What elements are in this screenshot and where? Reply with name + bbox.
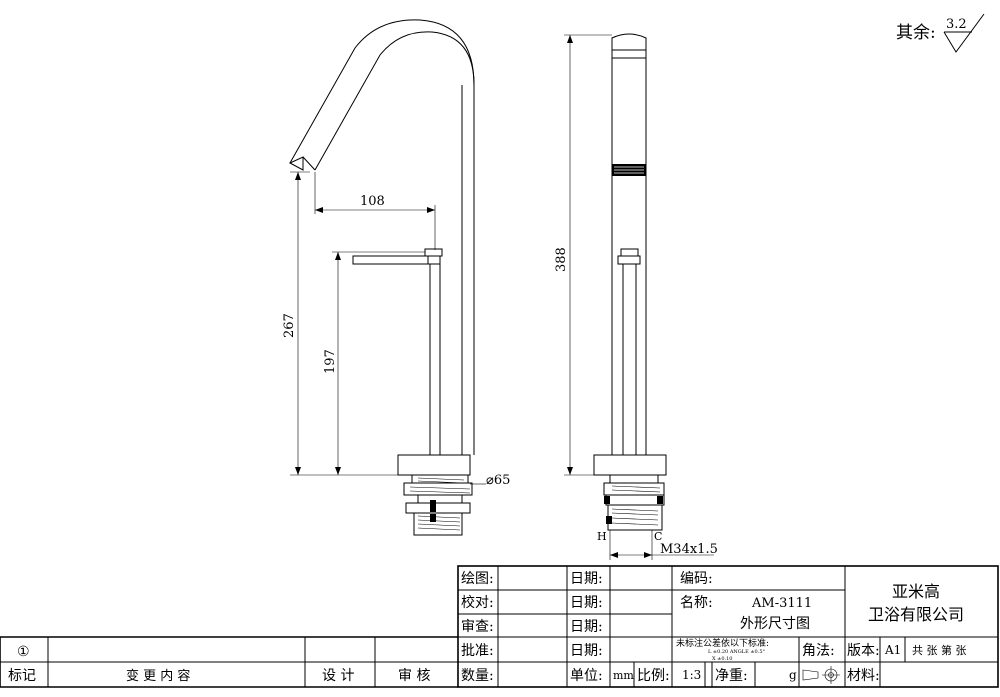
date-label-1: 日期:	[570, 571, 603, 587]
scale-label: 比例:	[637, 668, 670, 684]
handle-cap	[424, 248, 443, 257]
roughness-value: 3.2	[946, 17, 967, 32]
surface-roughness-symbol: 其余: 3.2	[896, 13, 985, 53]
company-line-1: 亚米高	[892, 582, 940, 601]
date-label-2: 日期:	[570, 595, 603, 611]
base-flange	[397, 454, 471, 476]
design-header: 设 计	[322, 668, 354, 684]
dim-267-label: 267	[282, 313, 297, 338]
weight-label: 净重:	[715, 668, 748, 684]
section-c-label: C	[654, 530, 662, 543]
revision-mark: ①	[17, 644, 30, 660]
aerator	[612, 164, 646, 176]
dim-thread-label: M34x1.5	[660, 542, 718, 557]
angle-label: 角法:	[802, 643, 835, 659]
name-label: 名称:	[680, 595, 713, 611]
dim-total-height: 388	[554, 34, 612, 476]
weight-unit: g	[789, 668, 797, 682]
spout-inner-outline	[289, 19, 475, 455]
handle-lever	[352, 255, 434, 265]
dim-thread: H C M34x1.5	[597, 530, 718, 560]
threaded-shank	[403, 474, 473, 536]
title-block: 绘图: 校对: 审查: 批准: 数量: 日期: 日期: 日期: 日期: 单位: …	[0, 565, 999, 688]
tolerance-row-2: X ±0.10	[712, 656, 732, 662]
dim-spout-height: 267	[282, 171, 400, 476]
material-label: 材料:	[847, 668, 880, 684]
roughness-label: 其余:	[896, 23, 936, 43]
dim-spout-reach: 108	[314, 172, 436, 250]
version-label: 版本:	[847, 643, 880, 659]
side-base-flange	[593, 454, 667, 476]
dim-base-diameter: ⌀65	[470, 473, 510, 488]
dim-197-label: 197	[323, 349, 338, 374]
dim-65-label: ⌀65	[486, 473, 510, 488]
scale-value: 1:3	[682, 668, 701, 682]
version-value: A1	[884, 643, 901, 657]
section-h-label: H	[597, 530, 607, 543]
drawing-title: 外形尺寸图	[740, 616, 810, 632]
spout-tip	[288, 156, 304, 171]
quantity-label: 数量:	[461, 668, 494, 684]
checked-label: 校对:	[461, 594, 494, 611]
dim-388-label: 388	[554, 247, 569, 272]
spout-outer-outline	[314, 31, 475, 455]
side-handle	[620, 248, 639, 257]
side-threaded-shank	[603, 474, 665, 531]
tolerance-row-1: L ±0.20 ANGLE ±0.5°	[708, 649, 766, 655]
tolerance-note: 未标注公差依以下标准:	[676, 637, 769, 649]
content-header: 变 更 内 容	[126, 668, 190, 684]
company-line-2: 卫浴有限公司	[868, 605, 964, 624]
dim-handle-height: 197	[323, 251, 425, 475]
code-label: 编码:	[680, 571, 713, 587]
date-label-4: 日期:	[570, 643, 603, 659]
front-view: 108 267 197 ⌀65	[282, 19, 510, 536]
side-view: 388 H C M34x1.5	[554, 33, 718, 560]
unit-label: 单位:	[570, 668, 603, 684]
mark-header: 标记	[8, 668, 36, 684]
drawn-label: 绘图:	[461, 571, 494, 587]
review-header: 审 核	[398, 668, 430, 684]
side-pipe-cap	[611, 33, 647, 51]
approved-label: 批准:	[461, 643, 494, 659]
reviewed-label: 审查:	[461, 619, 494, 635]
projection-symbol-icon	[802, 666, 840, 684]
unit-value: mm	[613, 669, 634, 682]
date-label-3: 日期:	[570, 619, 603, 635]
product-code: AM-3111	[751, 596, 812, 611]
sheets-label: 共 张 第 张	[912, 643, 967, 657]
dim-108-label: 108	[360, 194, 385, 209]
